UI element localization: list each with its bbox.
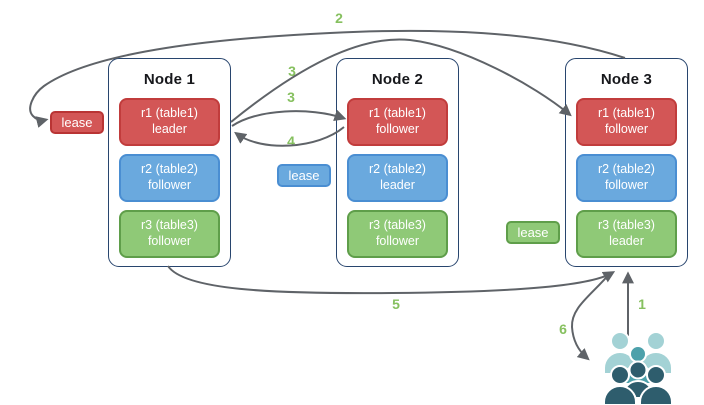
replica-name: r3 (table3) bbox=[598, 218, 655, 233]
replica-role: follower bbox=[375, 234, 420, 248]
users-middle-person bbox=[623, 345, 653, 385]
lease-badge-table3: lease bbox=[506, 221, 560, 244]
users-icon bbox=[603, 331, 673, 405]
replica-name: r1 (table1) bbox=[141, 106, 198, 121]
node-3-replica-r1: r1 (table1) follower bbox=[576, 98, 677, 146]
node-1-title: Node 1 bbox=[143, 71, 196, 88]
node-2-replica-r1: r1 (table1) follower bbox=[347, 98, 448, 146]
lease-badge-table1: lease bbox=[50, 111, 104, 134]
step-label-3-node1-to-node3: 3 bbox=[288, 63, 296, 79]
replica-name: r2 (table2) bbox=[369, 162, 426, 177]
replica-name: r3 (table3) bbox=[369, 218, 426, 233]
replica-role: follower bbox=[604, 178, 649, 192]
node-2: Node 2 r1 (table1) follower r2 (table2) … bbox=[336, 58, 459, 267]
node-3-replica-r3: r3 (table3) leader bbox=[576, 210, 677, 258]
step-label-4: 4 bbox=[287, 133, 295, 149]
replica-role: leader bbox=[380, 178, 415, 192]
replica-name: r2 (table2) bbox=[598, 162, 655, 177]
replica-name: r1 (table1) bbox=[598, 106, 655, 121]
step-label-1: 1 bbox=[638, 296, 646, 312]
users-back-row bbox=[603, 331, 673, 375]
step-label-6: 6 bbox=[559, 321, 567, 337]
replica-name: r1 (table1) bbox=[369, 106, 426, 121]
node-3-title: Node 3 bbox=[600, 71, 653, 88]
replica-role: follower bbox=[375, 122, 420, 136]
node-1-replica-r1: r1 (table1) leader bbox=[119, 98, 220, 146]
node-2-title: Node 2 bbox=[371, 71, 424, 88]
node-2-replica-r2: r2 (table2) leader bbox=[347, 154, 448, 202]
step-label-5: 5 bbox=[392, 296, 400, 312]
node-3-replica-r2: r2 (table2) follower bbox=[576, 154, 677, 202]
replica-role: leader bbox=[152, 122, 187, 136]
replica-name: r3 (table3) bbox=[141, 218, 198, 233]
node-1-replica-r2: r2 (table2) follower bbox=[119, 154, 220, 202]
replica-name: r2 (table2) bbox=[141, 162, 198, 177]
step-label-3-node1-to-node2: 3 bbox=[287, 89, 295, 105]
replica-role: follower bbox=[604, 122, 649, 136]
lease-badge-table2: lease bbox=[277, 164, 331, 187]
step-label-2: 2 bbox=[335, 10, 343, 26]
replica-role: follower bbox=[147, 178, 192, 192]
node-2-replica-r3: r3 (table3) follower bbox=[347, 210, 448, 258]
replica-role: follower bbox=[147, 234, 192, 248]
replica-role: leader bbox=[609, 234, 644, 248]
users-front-row bbox=[603, 360, 673, 405]
node-1-replica-r3: r3 (table3) follower bbox=[119, 210, 220, 258]
node-1: Node 1 r1 (table1) leader r2 (table2) fo… bbox=[108, 58, 231, 267]
arrow-5-node1-to-node3 bbox=[167, 265, 616, 295]
arrow-6-node3-to-users bbox=[570, 271, 612, 361]
arrow-3-node1-to-node2 bbox=[231, 109, 347, 127]
node-3: Node 3 r1 (table1) follower r2 (table2) … bbox=[565, 58, 688, 267]
